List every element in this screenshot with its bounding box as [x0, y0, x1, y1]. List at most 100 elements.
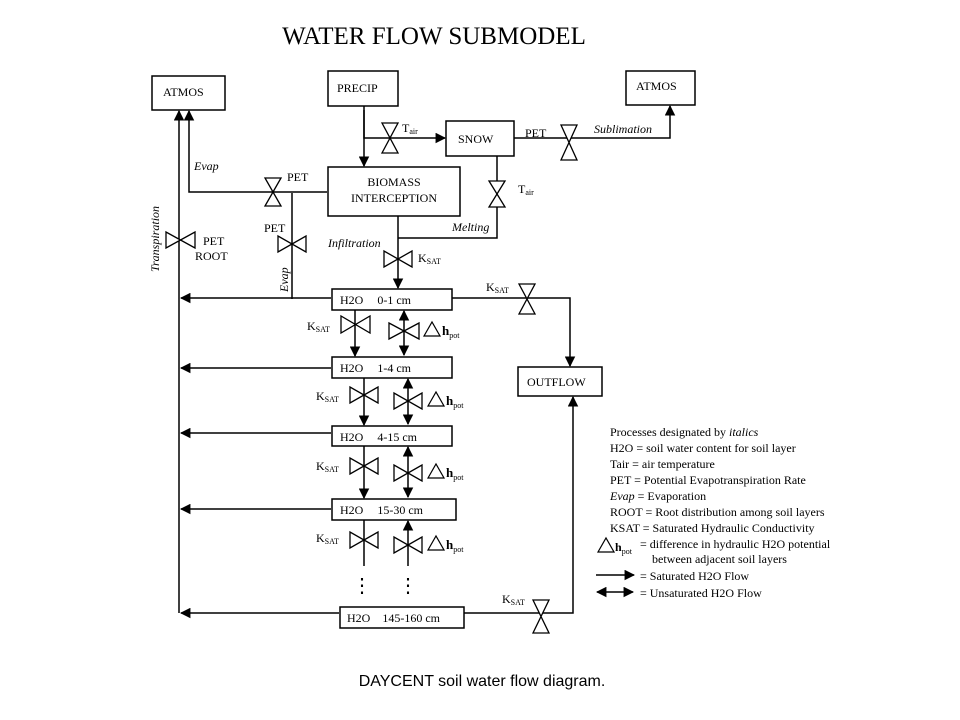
- ellipsis-left: ⋮: [352, 575, 372, 597]
- transpiration-label: Transpiration: [148, 206, 162, 272]
- atmos-right-label: ATMOS: [636, 79, 677, 93]
- legend-line-10: = Saturated H2O Flow: [640, 569, 749, 583]
- svg-text:Evap = Evaporation: Evap = Evaporation: [609, 489, 706, 503]
- delta-icon: [426, 390, 446, 407]
- ksat-label-1: K: [307, 319, 316, 333]
- delta-hpot-2: hpot: [426, 390, 464, 410]
- valve-ksat-1: [340, 314, 371, 335]
- ksat-label-3: K: [316, 459, 325, 473]
- svg-text:KSAT: KSAT: [316, 459, 339, 474]
- pet-label-snow: PET: [525, 126, 547, 140]
- svg-text:hpot: hpot: [442, 323, 460, 340]
- valve-ksat-2: [349, 385, 379, 405]
- soil-layer-0-1: H2O 0-1 cm: [331, 288, 453, 311]
- delta-icon: [426, 534, 446, 551]
- valve-infiltration: [383, 249, 413, 269]
- svg-text:hpot: hpot: [446, 537, 464, 554]
- soil-layer-4-15: H2O 4-15 cm: [331, 425, 453, 447]
- legend-line-1: Processes designated by: [610, 425, 729, 439]
- svg-text:Tair: Tair: [402, 121, 418, 136]
- legend-line-9: between adjacent soil layers: [652, 552, 787, 566]
- soil-layer-145-160: H2O 145-160 cm: [339, 606, 465, 629]
- flow-lines: [173, 104, 676, 619]
- snow-label: SNOW: [458, 132, 494, 146]
- soil-layer-15-30-h2o: H2O: [340, 503, 364, 517]
- tair-label-1: T: [402, 121, 410, 135]
- soil-layer-1-4-depth: 1-4 cm: [377, 361, 411, 375]
- atmos-left-box: ATMOS: [151, 75, 226, 111]
- evap-label-soil: Evap: [277, 267, 291, 293]
- valve-transpiration: [165, 230, 196, 250]
- delta-hpot-1: hpot: [422, 320, 460, 340]
- atmos-right-box: ATMOS: [625, 70, 696, 106]
- legend: Processes designated by italics H2O = so…: [595, 425, 831, 600]
- valve-hpot-1: [388, 321, 420, 341]
- legend-line-8: = difference in hydraulic H2O potential: [640, 537, 831, 551]
- delta-icon: [422, 320, 442, 337]
- valve-melting: [487, 180, 507, 208]
- melting-label: Melting: [451, 220, 489, 234]
- soil-layer-1-4-h2o: H2O: [340, 361, 364, 375]
- flow-labels: Tair Tair PET Sublimation PET Evap Melti…: [148, 121, 652, 607]
- ksat-label-outflow-bottom: K: [502, 592, 511, 606]
- legend-line-2: H2O = soil water content for soil layer: [610, 441, 796, 455]
- svg-text:KSAT: KSAT: [486, 280, 509, 295]
- valve-hpot-2: [393, 391, 423, 411]
- svg-text:KSAT: KSAT: [316, 389, 339, 404]
- delta-hpot-3: hpot: [426, 462, 464, 482]
- interception-label: INTERCEPTION: [351, 191, 437, 205]
- legend-line-4: PET = Potential Evapotranspiration Rate: [610, 473, 806, 487]
- soil-layer-145-160-h2o: H2O: [347, 611, 371, 625]
- soil-layer-0-1-depth: 0-1 cm: [377, 293, 411, 307]
- infiltration-label: Infiltration: [327, 236, 381, 250]
- svg-text:hpot: hpot: [446, 465, 464, 482]
- delta-hpot-4: hpot: [426, 534, 464, 554]
- outflow-box: OUTFLOW: [517, 366, 603, 397]
- tair-label-2: T: [518, 182, 526, 196]
- valve-sublimation: [559, 124, 579, 161]
- evap-label-top: Evap: [193, 159, 219, 173]
- figure-caption: DAYCENT soil water flow diagram.: [359, 673, 606, 690]
- soil-layer-4-15-depth: 4-15 cm: [377, 430, 417, 444]
- valve-outflow-top: [517, 283, 537, 315]
- soil-layer-15-30-depth: 15-30 cm: [377, 503, 423, 517]
- root-label: ROOT: [195, 249, 228, 263]
- valves: [165, 122, 579, 634]
- pet-label-evap: PET: [264, 221, 286, 235]
- precip-label: PRECIP: [337, 81, 378, 95]
- outflow-label: OUTFLOW: [527, 375, 586, 389]
- svg-text:KSAT: KSAT: [307, 319, 330, 334]
- ksat-label-2: K: [316, 389, 325, 403]
- valve-ksat-4: [349, 530, 379, 550]
- ksat-label-outflow-top: K: [486, 280, 495, 294]
- biomass-label: BIOMASS: [367, 175, 420, 189]
- biomass-interception-box: BIOMASS INTERCEPTION: [327, 166, 461, 217]
- delta-icon: [426, 462, 446, 479]
- svg-text:hpot: hpot: [446, 393, 464, 410]
- soil-layer-4-15-h2o: H2O: [340, 430, 364, 444]
- soil-layer-0-1-h2o: H2O: [340, 293, 364, 307]
- legend-line-6: ROOT = Root distribution among soil laye…: [610, 505, 825, 519]
- precip-box: PRECIP: [327, 70, 399, 107]
- svg-text:hpot: hpot: [615, 540, 633, 556]
- legend-line-7: KSAT = Saturated Hydraulic Conductivity: [610, 521, 815, 535]
- svg-text:Processes designated by italic: Processes designated by italics: [610, 425, 759, 439]
- svg-text:KSAT: KSAT: [502, 592, 525, 607]
- pet-label-transpiration: PET: [203, 234, 225, 248]
- valve-outflow-bottom: [531, 599, 551, 634]
- snow-box: SNOW: [445, 120, 515, 157]
- legend-delta-icon: [596, 536, 616, 553]
- ksat-label-4: K: [316, 531, 325, 545]
- ksat-label-infiltration: K: [418, 251, 427, 265]
- valve-evap-biomass: [263, 177, 283, 207]
- sublimation-label: Sublimation: [594, 122, 652, 136]
- soil-layer-145-160-depth: 145-160 cm: [382, 611, 440, 625]
- valve-hpot-4: [393, 535, 423, 555]
- soil-layer-15-30: H2O 15-30 cm: [331, 498, 457, 521]
- valve-hpot-3: [393, 463, 423, 483]
